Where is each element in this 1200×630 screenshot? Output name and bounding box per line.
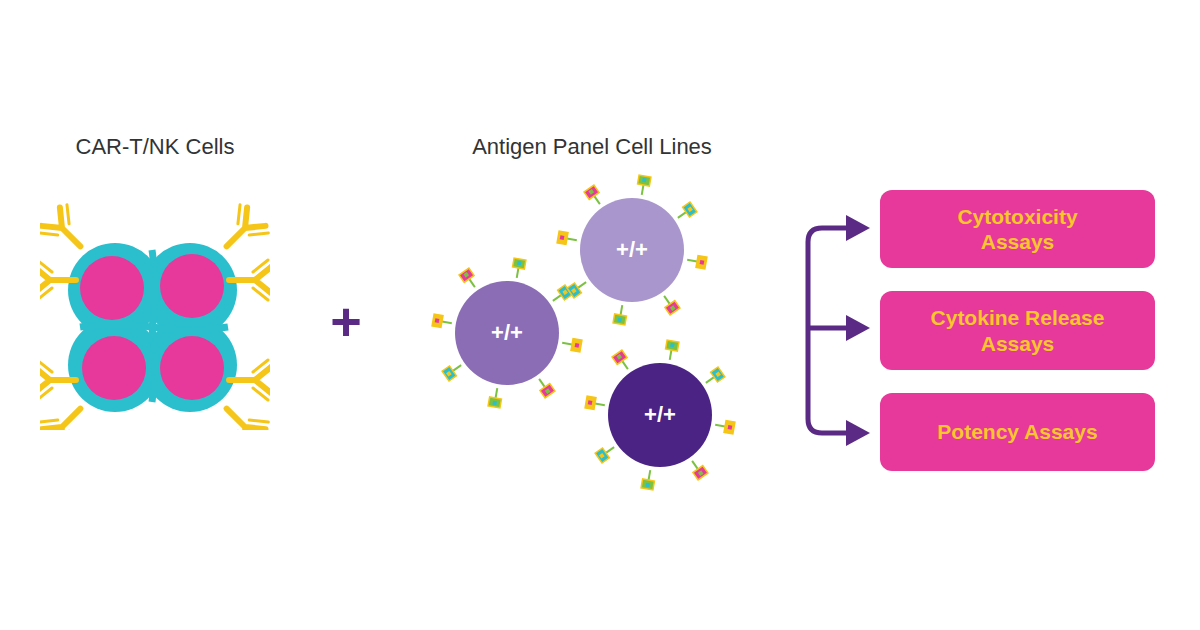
assay-label: Cytokine Release Assays — [923, 305, 1113, 355]
arrow-head — [846, 315, 870, 341]
genotype-label: +/+ — [644, 402, 676, 428]
antigen-glyph — [612, 350, 633, 372]
antigen-glyph — [595, 442, 617, 463]
antigen-glyph — [511, 258, 526, 279]
antibody-symbol — [212, 203, 270, 261]
assay-box: Potency Assays — [880, 393, 1155, 471]
antibody-symbol — [40, 203, 95, 261]
antigen-glyph — [442, 360, 464, 381]
antibody-symbol — [212, 394, 270, 430]
antigen-cell-circle: +/+ — [580, 198, 684, 302]
group-heading: Antigen Panel Cell Lines — [422, 134, 762, 160]
antigen-glyph — [659, 292, 680, 314]
genotype-label: +/+ — [616, 237, 648, 263]
cell-nucleus — [80, 256, 144, 320]
antigen-glyph — [534, 375, 555, 397]
antigen-glyph — [714, 419, 735, 434]
antigen-glyph — [674, 202, 696, 223]
antibody-symbol — [40, 360, 76, 400]
circle-fill — [455, 281, 559, 385]
circle-fill — [608, 363, 712, 467]
antibody-symbol — [40, 260, 76, 300]
bracket-line — [808, 228, 850, 433]
antigen-cell-circle: +/+ — [455, 281, 559, 385]
antibody-symbol — [40, 394, 95, 430]
antigen-glyph — [584, 185, 605, 207]
cell-nucleus — [82, 336, 146, 400]
cell-divider — [152, 328, 155, 402]
antigen-glyph — [702, 367, 724, 388]
assay-box: Cytokine Release Assays — [880, 291, 1155, 370]
antigen-glyph — [459, 268, 480, 290]
circle-fill — [580, 198, 684, 302]
antigen-glyph — [687, 457, 708, 479]
genotype-label: +/+ — [491, 320, 523, 346]
cell-nucleus — [160, 336, 224, 400]
circle-text-wrap: +/+ — [608, 363, 712, 467]
node-heading: CAR-T/NK Cells — [40, 134, 270, 160]
antigen-glyph — [567, 277, 589, 298]
antigen-glyph — [432, 314, 453, 329]
cell-cluster: CAR-T/NK Cells — [40, 130, 270, 430]
arrow-head — [846, 215, 870, 241]
antigen-glyph — [585, 396, 606, 411]
car-t-cell-illustration — [40, 130, 270, 430]
cell-divider — [80, 325, 228, 331]
assay-label: Potency Assays — [937, 419, 1097, 444]
antigen-glyph — [613, 304, 628, 325]
antigen-glyph — [561, 337, 582, 352]
cell-divider — [152, 250, 155, 328]
circle-text-wrap: +/+ — [455, 281, 559, 385]
antigen-glyph — [641, 469, 656, 490]
circle-text-wrap: +/+ — [580, 198, 684, 302]
assay-label: Cytotoxicity Assays — [923, 204, 1113, 254]
antigen-glyph — [686, 254, 707, 269]
antigen-glyph — [488, 387, 503, 408]
antigen-glyph — [636, 175, 651, 196]
plus-sign: + — [318, 292, 374, 350]
antigen-cell-circle: +/+ — [608, 363, 712, 467]
antibody-symbol — [229, 360, 270, 400]
antibody-symbol — [229, 260, 270, 300]
antigen-glyph — [664, 340, 679, 361]
assay-box: Cytotoxicity Assays — [880, 190, 1155, 268]
arrow-head — [846, 420, 870, 446]
cell-nucleus — [160, 254, 224, 318]
antigen-glyph — [557, 231, 578, 246]
